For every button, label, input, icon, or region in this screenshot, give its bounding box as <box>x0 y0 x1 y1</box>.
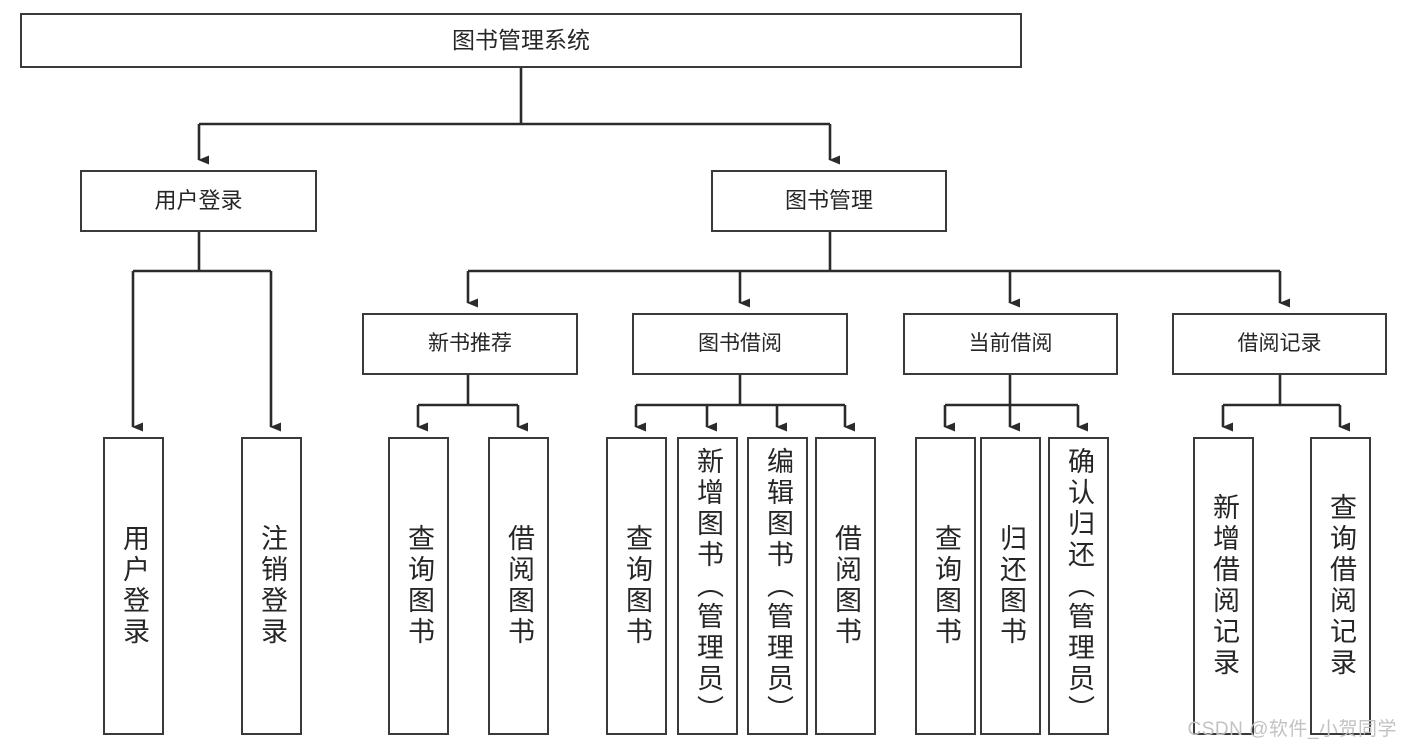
leaf-user-login-login[interactable]: 用户登录 <box>103 437 164 735</box>
node-label: 当前借阅 <box>968 331 1053 355</box>
node-label: 查询图书 <box>404 524 434 648</box>
node-label: 查询图书 <box>931 524 961 648</box>
node-label: 确认归还（管理员） <box>1064 446 1094 726</box>
node-root-library-management-system[interactable]: 图书管理系统 <box>20 13 1022 68</box>
node-label: 用户登录 <box>119 524 149 648</box>
leaf-borrow-record-add-record[interactable]: 新增借阅记录 <box>1193 437 1254 735</box>
leaf-current-borrow-query-book[interactable]: 查询图书 <box>915 437 976 735</box>
leaf-book-borrow-borrow-book[interactable]: 借阅图书 <box>815 437 876 735</box>
node-label: 用户登录 <box>154 188 243 214</box>
node-label: 归还图书 <box>996 524 1026 648</box>
node-borrow-record[interactable]: 借阅记录 <box>1172 313 1387 375</box>
leaf-current-borrow-confirm-return-admin[interactable]: 确认归还（管理员） <box>1048 437 1109 735</box>
node-label: 图书管理系统 <box>452 26 590 53</box>
leaf-borrow-record-query-record[interactable]: 查询借阅记录 <box>1310 437 1371 735</box>
node-current-borrow[interactable]: 当前借阅 <box>903 313 1118 375</box>
node-book-borrow[interactable]: 图书借阅 <box>632 313 848 375</box>
node-label: 查询借阅记录 <box>1326 493 1356 679</box>
leaf-book-borrow-edit-book-admin[interactable]: 编辑图书（管理员） <box>747 437 808 735</box>
node-label: 图书借阅 <box>698 331 782 355</box>
leaf-current-borrow-return-book[interactable]: 归还图书 <box>980 437 1041 735</box>
node-label: 借阅图书 <box>504 524 534 648</box>
leaf-user-login-logout[interactable]: 注销登录 <box>241 437 302 735</box>
node-label: 查询图书 <box>622 524 652 648</box>
csdn-watermark: CSDN @软件_小贺同学 <box>1187 719 1397 740</box>
node-label: 新增图书（管理员） <box>693 446 723 726</box>
node-label: 图书管理 <box>784 188 873 214</box>
leaf-new-book-borrow-book[interactable]: 借阅图书 <box>488 437 549 735</box>
node-label: 借阅记录 <box>1237 331 1322 355</box>
node-label: 编辑图书（管理员） <box>763 446 793 726</box>
leaf-new-book-query-book[interactable]: 查询图书 <box>388 437 449 735</box>
leaf-book-borrow-query-book[interactable]: 查询图书 <box>606 437 667 735</box>
node-user-login[interactable]: 用户登录 <box>80 170 317 232</box>
node-book-management[interactable]: 图书管理 <box>711 170 947 232</box>
node-label: 借阅图书 <box>831 524 861 648</box>
leaf-book-borrow-add-book-admin[interactable]: 新增图书（管理员） <box>677 437 738 735</box>
node-label: 新书推荐 <box>428 331 512 355</box>
node-label: 注销登录 <box>257 524 287 648</box>
node-label: 新增借阅记录 <box>1209 493 1239 679</box>
node-new-book-recommend[interactable]: 新书推荐 <box>362 313 578 375</box>
